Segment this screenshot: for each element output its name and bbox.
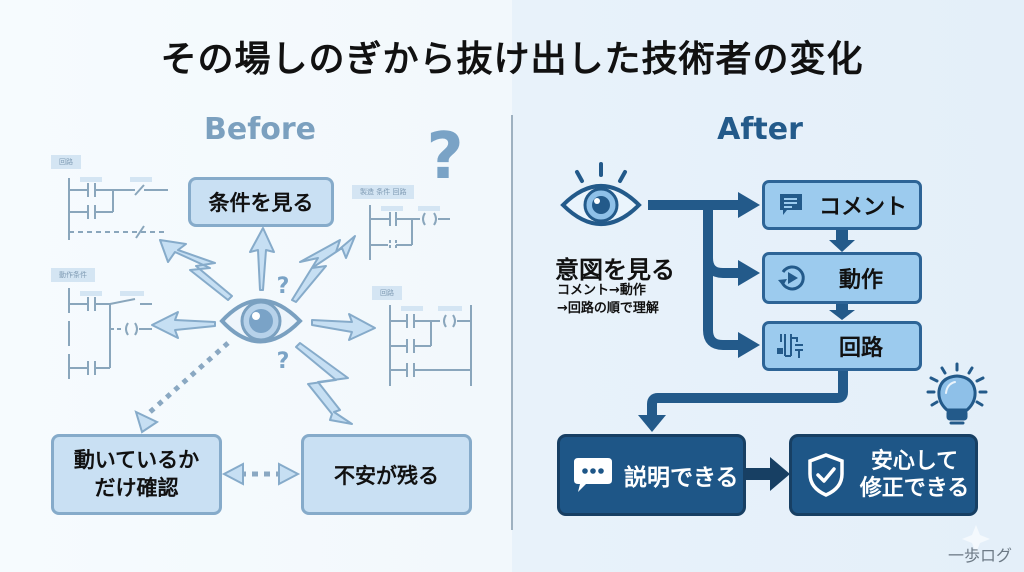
flow-box-operation-label: 動作 — [839, 268, 884, 293]
big-question-mark-icon: ? — [426, 120, 463, 194]
arrow-up-icon — [249, 227, 275, 291]
ladder-tag-bars — [80, 177, 462, 311]
arrowhead-icon — [738, 332, 760, 358]
circuit-icon — [777, 334, 803, 358]
flow-line — [647, 370, 848, 418]
arrow-right-icon — [744, 457, 790, 491]
intent-desc-line1: コメント→動作 — [557, 283, 646, 298]
can-fix-safely-line2: 修正できる — [859, 476, 970, 501]
flow-box-circuit: 回路 — [762, 321, 922, 371]
question-mark-icon: ? — [277, 274, 290, 299]
zigzag-arrow-up-right-icon — [291, 235, 356, 303]
speech-bubble-icon — [574, 458, 612, 492]
ladder-label: 製造 条件 回路 — [352, 185, 415, 199]
zigzag-arrow-up-left-icon — [159, 239, 233, 301]
flow-box-circuit-label: 回路 — [839, 336, 884, 361]
ladder-label: 回路 — [372, 286, 402, 300]
sparkle-icon — [962, 525, 990, 553]
shield-check-icon — [808, 453, 844, 497]
before-heading: Before — [203, 112, 317, 147]
can-fix-safely-box: 安心して 修正できる — [789, 434, 978, 516]
arrowhead-icon — [134, 410, 160, 434]
only-check-running-line2: だけ確認 — [94, 475, 179, 500]
flow-box-operation: 動作 — [762, 252, 922, 304]
lightbulb-icon — [926, 362, 988, 425]
section-divider — [511, 115, 513, 530]
ladder-label: 回路 — [51, 155, 81, 169]
only-check-running-box: 動いているか だけ確認 — [51, 434, 222, 515]
arrowhead-left-icon — [221, 462, 244, 486]
play-cycle-icon — [778, 265, 805, 291]
watermark: 一歩ログ — [947, 546, 1012, 565]
flow-line — [703, 205, 740, 350]
flow-box-comment-label: コメント — [819, 195, 908, 220]
intent-desc-line2: →回路の順で理解 — [557, 300, 659, 316]
arrow-left-icon — [151, 311, 216, 339]
page-title: その場しのぎから抜け出した技術者の変化 — [160, 39, 864, 80]
ladder-diagram-3-icon — [68, 288, 152, 380]
flow-box-comment: コメント — [762, 180, 922, 230]
can-fix-safely-line1: 安心して — [870, 448, 959, 474]
arrow-down-icon — [829, 230, 855, 252]
question-mark-icon: ? — [277, 349, 290, 374]
arrowhead-right-icon — [278, 462, 301, 486]
arrowhead-icon — [738, 260, 760, 286]
anxiety-remains-label: 不安が残る — [334, 463, 439, 488]
after-heading: After — [717, 112, 803, 147]
flow-line — [703, 257, 740, 278]
can-explain-box: 説明できる — [557, 434, 746, 516]
intent-description: コメント→動作 →回路の順で理解 — [557, 282, 659, 317]
see-intent-label: 意図を見る — [555, 256, 675, 284]
can-explain-label: 説明できる — [624, 465, 739, 491]
arrowhead-down-icon — [638, 415, 666, 432]
ladder-diagram-4-icon — [389, 305, 472, 386]
arrowhead-icon — [738, 192, 760, 218]
ladder-label: 動作条件 — [51, 268, 95, 282]
only-check-running-line1: 動いているか — [73, 448, 200, 473]
eye-icon — [219, 298, 303, 344]
eye-icon — [560, 162, 642, 226]
zigzag-arrow-down-right-icon — [295, 342, 353, 425]
ladder-diagram-2-icon — [369, 205, 450, 260]
check-conditions-label: 条件を見る — [208, 191, 314, 215]
can-fix-safely-text: 安心して 修正できる — [854, 448, 975, 503]
check-conditions-box: 条件を見る — [188, 177, 334, 227]
anxiety-remains-box: 不安が残る — [301, 434, 472, 515]
arrow-down-icon — [829, 304, 855, 320]
ladder-diagram-1-icon — [68, 178, 168, 240]
comment-icon — [780, 194, 802, 215]
arrow-right-icon — [311, 313, 376, 341]
